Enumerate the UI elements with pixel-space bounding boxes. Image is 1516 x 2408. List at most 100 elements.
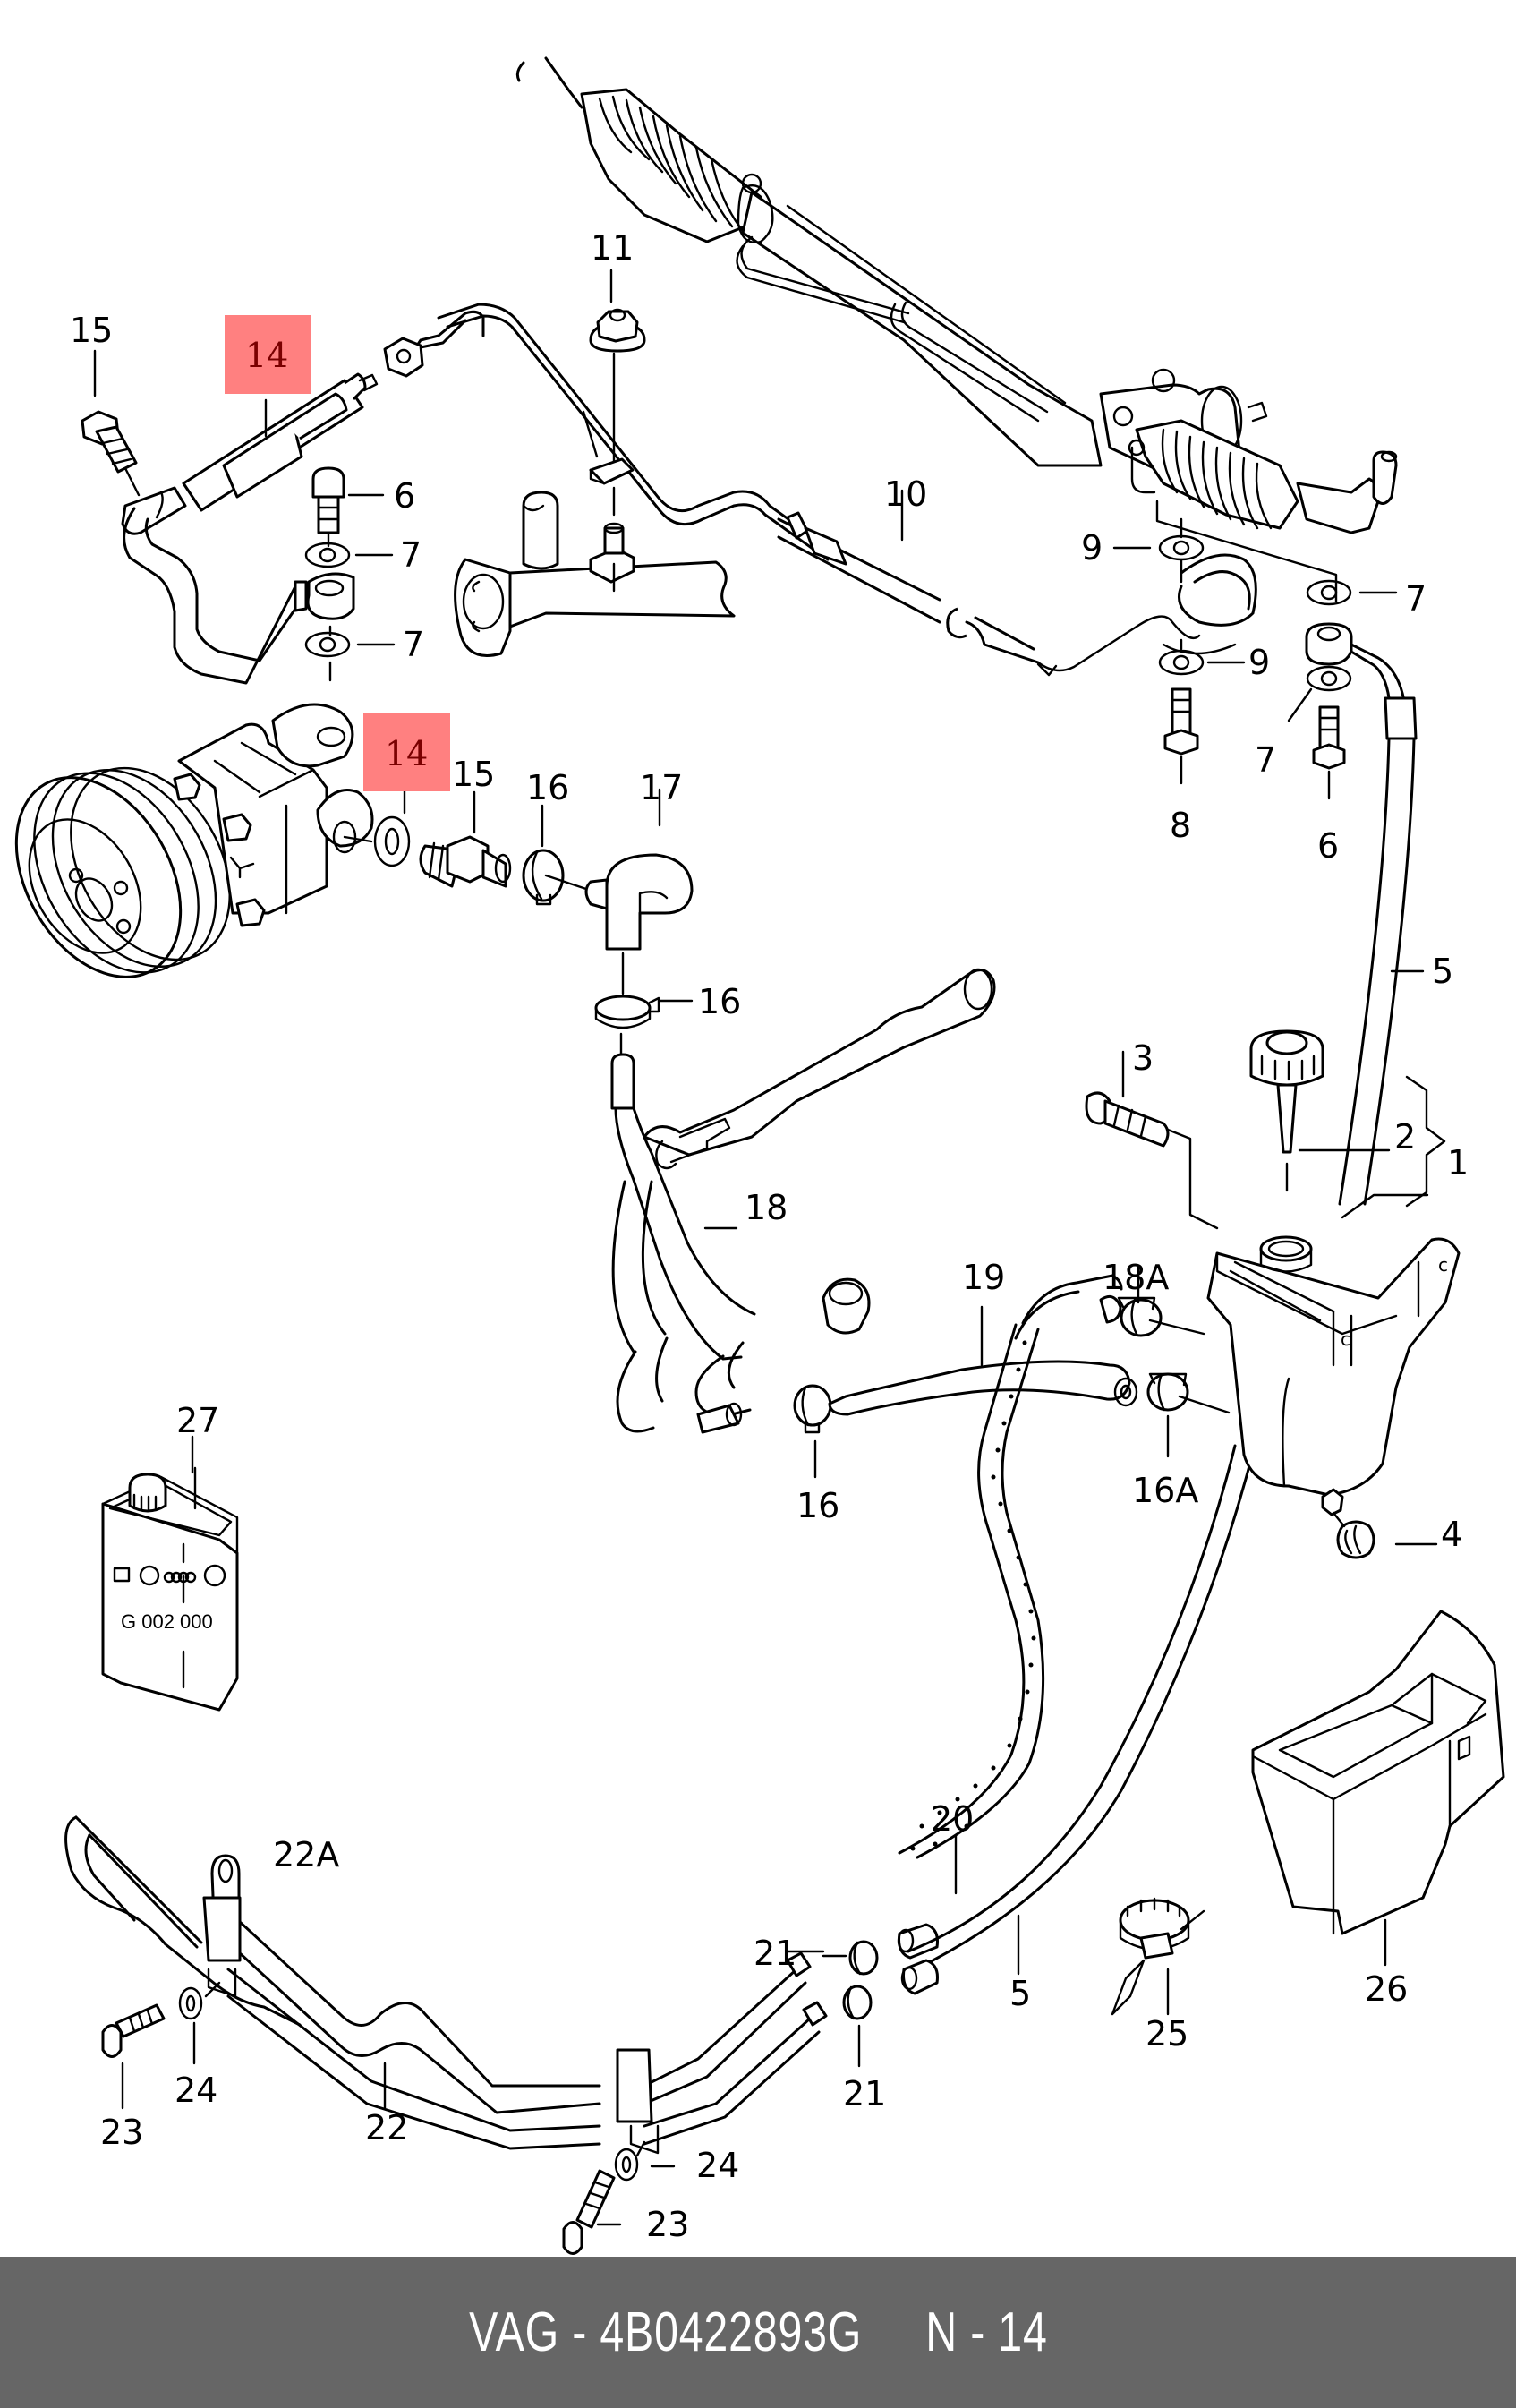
hose-texture-dot xyxy=(1028,1609,1034,1614)
hose-texture-dot xyxy=(973,1783,978,1789)
callout-9-lower[interactable]: 9 xyxy=(1248,643,1270,682)
callout-1[interactable]: 1 xyxy=(1447,1143,1469,1183)
mounting-bracket-part xyxy=(454,491,736,657)
hose-texture-dot xyxy=(1031,1635,1036,1641)
callout-10[interactable]: 10 xyxy=(884,474,927,514)
elbow-hose-17 xyxy=(584,788,694,951)
leader-lines xyxy=(93,269,1438,2110)
steering-rack xyxy=(515,56,1398,534)
fluid-reservoir: c c xyxy=(1085,1029,1461,1559)
parts-diagram: c c xyxy=(14,56,1505,2255)
hose-clamp-16-middle xyxy=(594,952,694,1061)
callout-5-upper[interactable]: 5 xyxy=(1432,952,1453,991)
hose-texture-dot xyxy=(1018,1716,1023,1721)
hose-clamp-16A xyxy=(1146,1372,1231,1458)
svg-text:c: c xyxy=(1341,1328,1350,1350)
callout-27[interactable]: 27 xyxy=(176,1401,219,1440)
hose-texture-dot xyxy=(937,1810,942,1815)
hose-texture-dot xyxy=(910,1846,916,1851)
callout-18A[interactable]: 18A xyxy=(1103,1258,1169,1297)
hose-texture-dot xyxy=(1007,1528,1012,1533)
hose-texture-dot xyxy=(919,1823,924,1829)
callout-7-left-lower[interactable]: 7 xyxy=(403,625,424,664)
callout-8[interactable]: 8 xyxy=(1170,806,1191,845)
callout-16-middle[interactable]: 16 xyxy=(698,982,741,1021)
callout-19[interactable]: 19 xyxy=(962,1258,1005,1297)
hose-texture-dot xyxy=(991,1765,996,1771)
hose-texture-dot xyxy=(1016,1555,1021,1560)
callout-23-left[interactable]: 23 xyxy=(100,2113,143,2152)
callout-4[interactable]: 4 xyxy=(1441,1515,1462,1554)
highlight-box-14-pump xyxy=(363,713,450,791)
hose-texture-dot xyxy=(964,1823,969,1829)
return-hose-10 xyxy=(777,511,1257,677)
hose-texture-dot xyxy=(998,1501,1003,1507)
callout-2[interactable]: 2 xyxy=(1394,1117,1416,1157)
fluid-can-27: G 002 000 xyxy=(101,1466,239,1712)
callout-22A[interactable]: 22A xyxy=(273,1835,339,1874)
callout-16-top[interactable]: 16 xyxy=(526,768,569,807)
callout-24-right[interactable]: 24 xyxy=(696,2146,739,2185)
highlight-box-14-top xyxy=(225,315,311,394)
callout-21-lower[interactable]: 21 xyxy=(843,2074,886,2113)
part-info-bar: VAG - 4B0422893G N - 14 xyxy=(0,2257,1516,2408)
callout-17[interactable]: 17 xyxy=(640,768,683,807)
callout-6-left[interactable]: 6 xyxy=(394,476,415,516)
hose-texture-dot xyxy=(995,1447,1001,1453)
worm-clamp-25 xyxy=(1111,1897,1205,2016)
storage-box-26 xyxy=(1251,1610,1505,1967)
bolts-23-washers-24 xyxy=(101,1981,676,2255)
callout-5-lower[interactable]: 5 xyxy=(1009,1974,1031,2013)
hose-texture-dot xyxy=(933,1841,938,1847)
hose-clamp-18A xyxy=(1117,1265,1205,1337)
callout-14-pump[interactable]: 14 xyxy=(385,734,428,773)
callout-18[interactable]: 18 xyxy=(745,1188,788,1227)
hose-19 xyxy=(828,1305,1138,1416)
hose-clamps-21 xyxy=(822,1940,879,2068)
callout-15-union[interactable]: 15 xyxy=(452,755,495,794)
callout-20[interactable]: 20 xyxy=(931,1799,974,1839)
callout-15-top[interactable]: 15 xyxy=(70,311,113,350)
callout-23-right[interactable]: 23 xyxy=(646,2205,689,2244)
banjo-bolt-top xyxy=(81,410,141,497)
pipe-18 xyxy=(610,968,996,1434)
callout-16A[interactable]: 16A xyxy=(1132,1471,1198,1510)
callout-3[interactable]: 3 xyxy=(1132,1038,1154,1078)
callout-7-right-lower[interactable]: 7 xyxy=(1255,740,1276,780)
hose-texture-dot xyxy=(1025,1689,1030,1695)
cooler-pipe-22 xyxy=(64,1815,828,2155)
hose-texture-dot xyxy=(1001,1421,1007,1426)
fluid-can-label: G 002 000 xyxy=(121,1610,213,1633)
hose-texture-dot xyxy=(991,1474,996,1480)
hose-clamp-16-top xyxy=(522,804,588,906)
callout-11[interactable]: 11 xyxy=(591,228,634,268)
callout-7-left-upper[interactable]: 7 xyxy=(400,535,422,575)
callout-21-upper[interactable]: 21 xyxy=(754,1934,796,1973)
part-number-caption: VAG - 4B0422893G N - 14 xyxy=(468,2301,1048,2363)
nut-and-bracket xyxy=(582,308,646,517)
hose-5-lower xyxy=(900,1444,1253,1995)
callout-9-upper[interactable]: 9 xyxy=(1081,528,1103,568)
callout-14-top[interactable]: 14 xyxy=(245,336,288,375)
callout-16-lower[interactable]: 16 xyxy=(796,1486,839,1525)
banjo-bolt-left xyxy=(304,466,351,722)
callout-7-right-upper[interactable]: 7 xyxy=(1405,579,1427,619)
svg-text:c: c xyxy=(1438,1254,1448,1276)
hose-clamp-16-lower xyxy=(793,1384,832,1479)
banjo-bolt-8 xyxy=(1155,500,1338,785)
callout-26[interactable]: 26 xyxy=(1365,1969,1408,2009)
callout-24-left[interactable]: 24 xyxy=(175,2071,217,2110)
callout-25[interactable]: 25 xyxy=(1146,2014,1188,2054)
hose-texture-dot xyxy=(1016,1367,1021,1372)
hose-20 xyxy=(897,1274,1123,1960)
union-fitting-15 xyxy=(419,790,512,888)
hose-texture-dot xyxy=(1022,1340,1027,1345)
hose-texture-dot xyxy=(1009,1394,1014,1399)
hose-texture-dot xyxy=(1023,1582,1028,1587)
callout-6-right[interactable]: 6 xyxy=(1317,826,1339,866)
pressure-hose-assembly xyxy=(121,303,834,685)
callout-22[interactable]: 22 xyxy=(365,2108,408,2148)
banjo-bolt-right xyxy=(1305,579,1418,1206)
power-steering-pump xyxy=(14,703,374,978)
hose-texture-dot xyxy=(1028,1662,1034,1668)
